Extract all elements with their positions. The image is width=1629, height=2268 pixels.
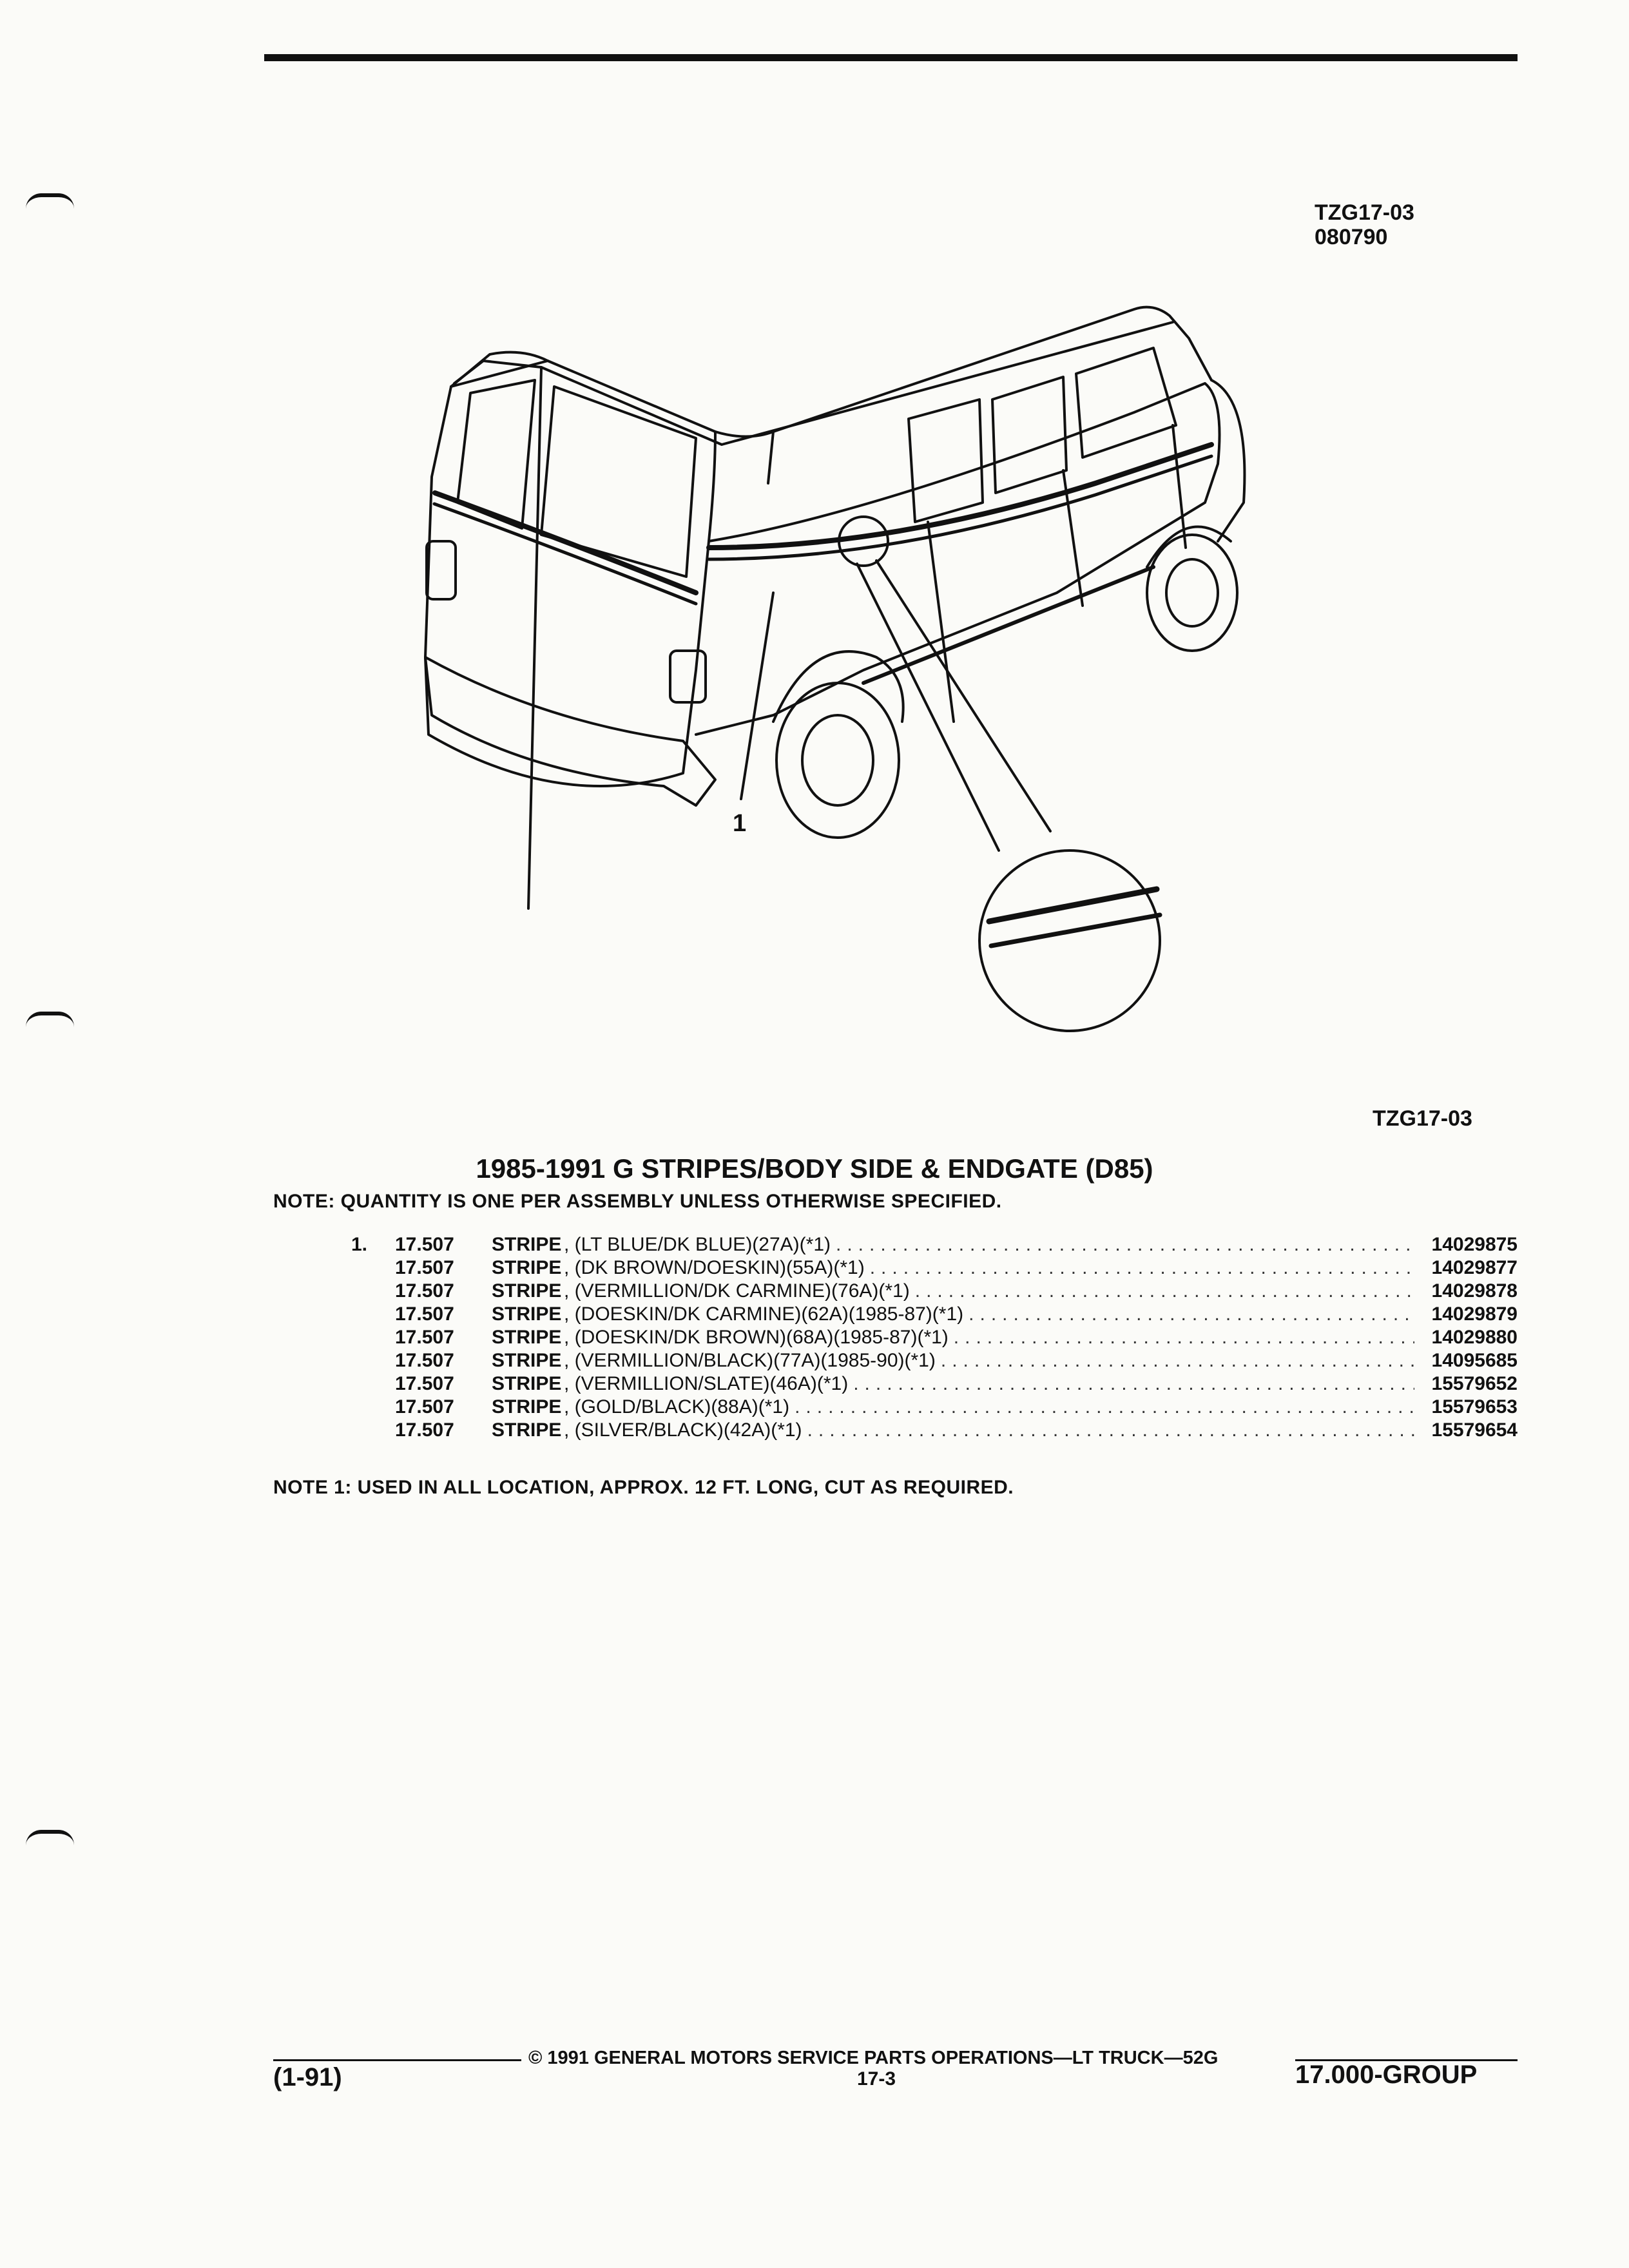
van-illustration: 1 [424,305,1246,1032]
leader-dots: ........................................… [836,1234,1414,1255]
part-description: , (SILVER/BLACK)(42A)(*1) [564,1419,802,1441]
part-name: STRIPE [492,1280,562,1302]
binder-hole-mark [26,1830,74,1845]
group-number: 17.507 [395,1373,454,1394]
illustration-code: TZG17-03 [1373,1106,1472,1131]
part-description: , (VERMILLION/SLATE)(46A)(*1) [564,1373,849,1394]
part-number: 14029875 [1431,1234,1518,1255]
part-number: 14029877 [1431,1257,1518,1278]
part-number: 14029880 [1431,1327,1518,1348]
callout-number: 1 [733,810,746,837]
part-name: STRIPE [492,1257,562,1278]
part-row: 1. 17.507 STRIPE , (LT BLUE/DK BLUE)(27A… [351,1234,1518,1257]
group-number: 17.507 [395,1234,454,1255]
binder-hole-mark [26,193,74,209]
group-number: 17.507 [395,1280,454,1302]
leader-dots: ........................................… [795,1396,1414,1418]
group-number: 17.507 [395,1350,454,1371]
part-description: , (DK BROWN/DOESKIN)(55A)(*1) [564,1257,865,1278]
part-name: STRIPE [492,1303,562,1325]
part-number: 14095685 [1431,1350,1518,1371]
page-number: 17-3 [857,2068,896,2090]
part-row: 17.507 STRIPE , (SILVER/BLACK)(42A)(*1).… [351,1419,1518,1443]
part-row: 17.507 STRIPE , (VERMILLION/BLACK)(77A)(… [351,1350,1518,1373]
footer-rule [273,2059,521,2061]
part-description: , (DOESKIN/DK CARMINE)(62A)(1985-87)(*1) [564,1303,964,1325]
leader-dots: ........................................… [853,1373,1414,1394]
parts-list: 1. 17.507 STRIPE , (LT BLUE/DK BLUE)(27A… [351,1234,1518,1443]
part-number: 15579653 [1431,1396,1518,1418]
part-description: , (VERMILLION/BLACK)(77A)(1985-90)(*1) [564,1350,936,1371]
figure-code: TZG17-03 [1315,200,1414,225]
leader-dots: ........................................… [953,1327,1414,1348]
part-number: 15579654 [1431,1419,1518,1441]
note-quantity: NOTE: QUANTITY IS ONE PER ASSEMBLY UNLES… [273,1191,1002,1212]
part-row: 17.507 STRIPE , (DOESKIN/DK CARMINE)(62A… [351,1303,1518,1327]
part-description: , (GOLD/BLACK)(88A)(*1) [564,1396,790,1418]
group-number: 17.507 [395,1327,454,1348]
part-row: 17.507 STRIPE , (DK BROWN/DOESKIN)(55A)(… [351,1257,1518,1280]
leader-dots: ........................................… [969,1303,1414,1325]
figure-date: 080790 [1315,225,1388,249]
footer-rule [1295,2059,1518,2061]
group-label: 17.000-GROUP [1295,2061,1478,2089]
leader-dots: ........................................… [914,1280,1414,1302]
group-number: 17.507 [395,1419,454,1441]
leader-dots: ........................................… [869,1257,1414,1278]
group-number: 17.507 [395,1257,454,1278]
part-description: , (VERMILLION/DK CARMINE)(76A)(*1) [564,1280,910,1302]
part-row: 17.507 STRIPE , (VERMILLION/SLATE)(46A)(… [351,1373,1518,1396]
item-number: 1. [351,1234,368,1255]
part-row: 17.507 STRIPE , (VERMILLION/DK CARMINE)(… [351,1280,1518,1303]
copyright-notice: © 1991 GENERAL MOTORS SERVICE PARTS OPER… [528,2048,1219,2068]
part-name: STRIPE [492,1396,562,1418]
part-name: STRIPE [492,1234,562,1255]
part-name: STRIPE [492,1327,562,1348]
part-number: 15579652 [1431,1373,1518,1394]
leader-dots: ........................................… [807,1419,1414,1441]
leader-dots: ........................................… [940,1350,1414,1371]
revision-date: (1-91) [273,2063,342,2091]
group-number: 17.507 [395,1303,454,1325]
part-number: 14029878 [1431,1280,1518,1302]
part-name: STRIPE [492,1350,562,1371]
part-number: 14029879 [1431,1303,1518,1325]
part-name: STRIPE [492,1373,562,1394]
part-row: 17.507 STRIPE , (DOESKIN/DK BROWN)(68A)(… [351,1327,1518,1350]
note-1: NOTE 1: USED IN ALL LOCATION, APPROX. 12… [273,1477,1014,1498]
group-number: 17.507 [395,1396,454,1418]
top-rule [264,54,1518,61]
part-description: , (LT BLUE/DK BLUE)(27A)(*1) [564,1234,831,1255]
part-name: STRIPE [492,1419,562,1441]
part-row: 17.507 STRIPE , (GOLD/BLACK)(88A)(*1)...… [351,1396,1518,1419]
part-description: , (DOESKIN/DK BROWN)(68A)(1985-87)(*1) [564,1327,949,1348]
page-title: 1985-1991 G STRIPES/BODY SIDE & ENDGATE … [476,1153,1153,1184]
binder-hole-mark [26,1012,74,1027]
